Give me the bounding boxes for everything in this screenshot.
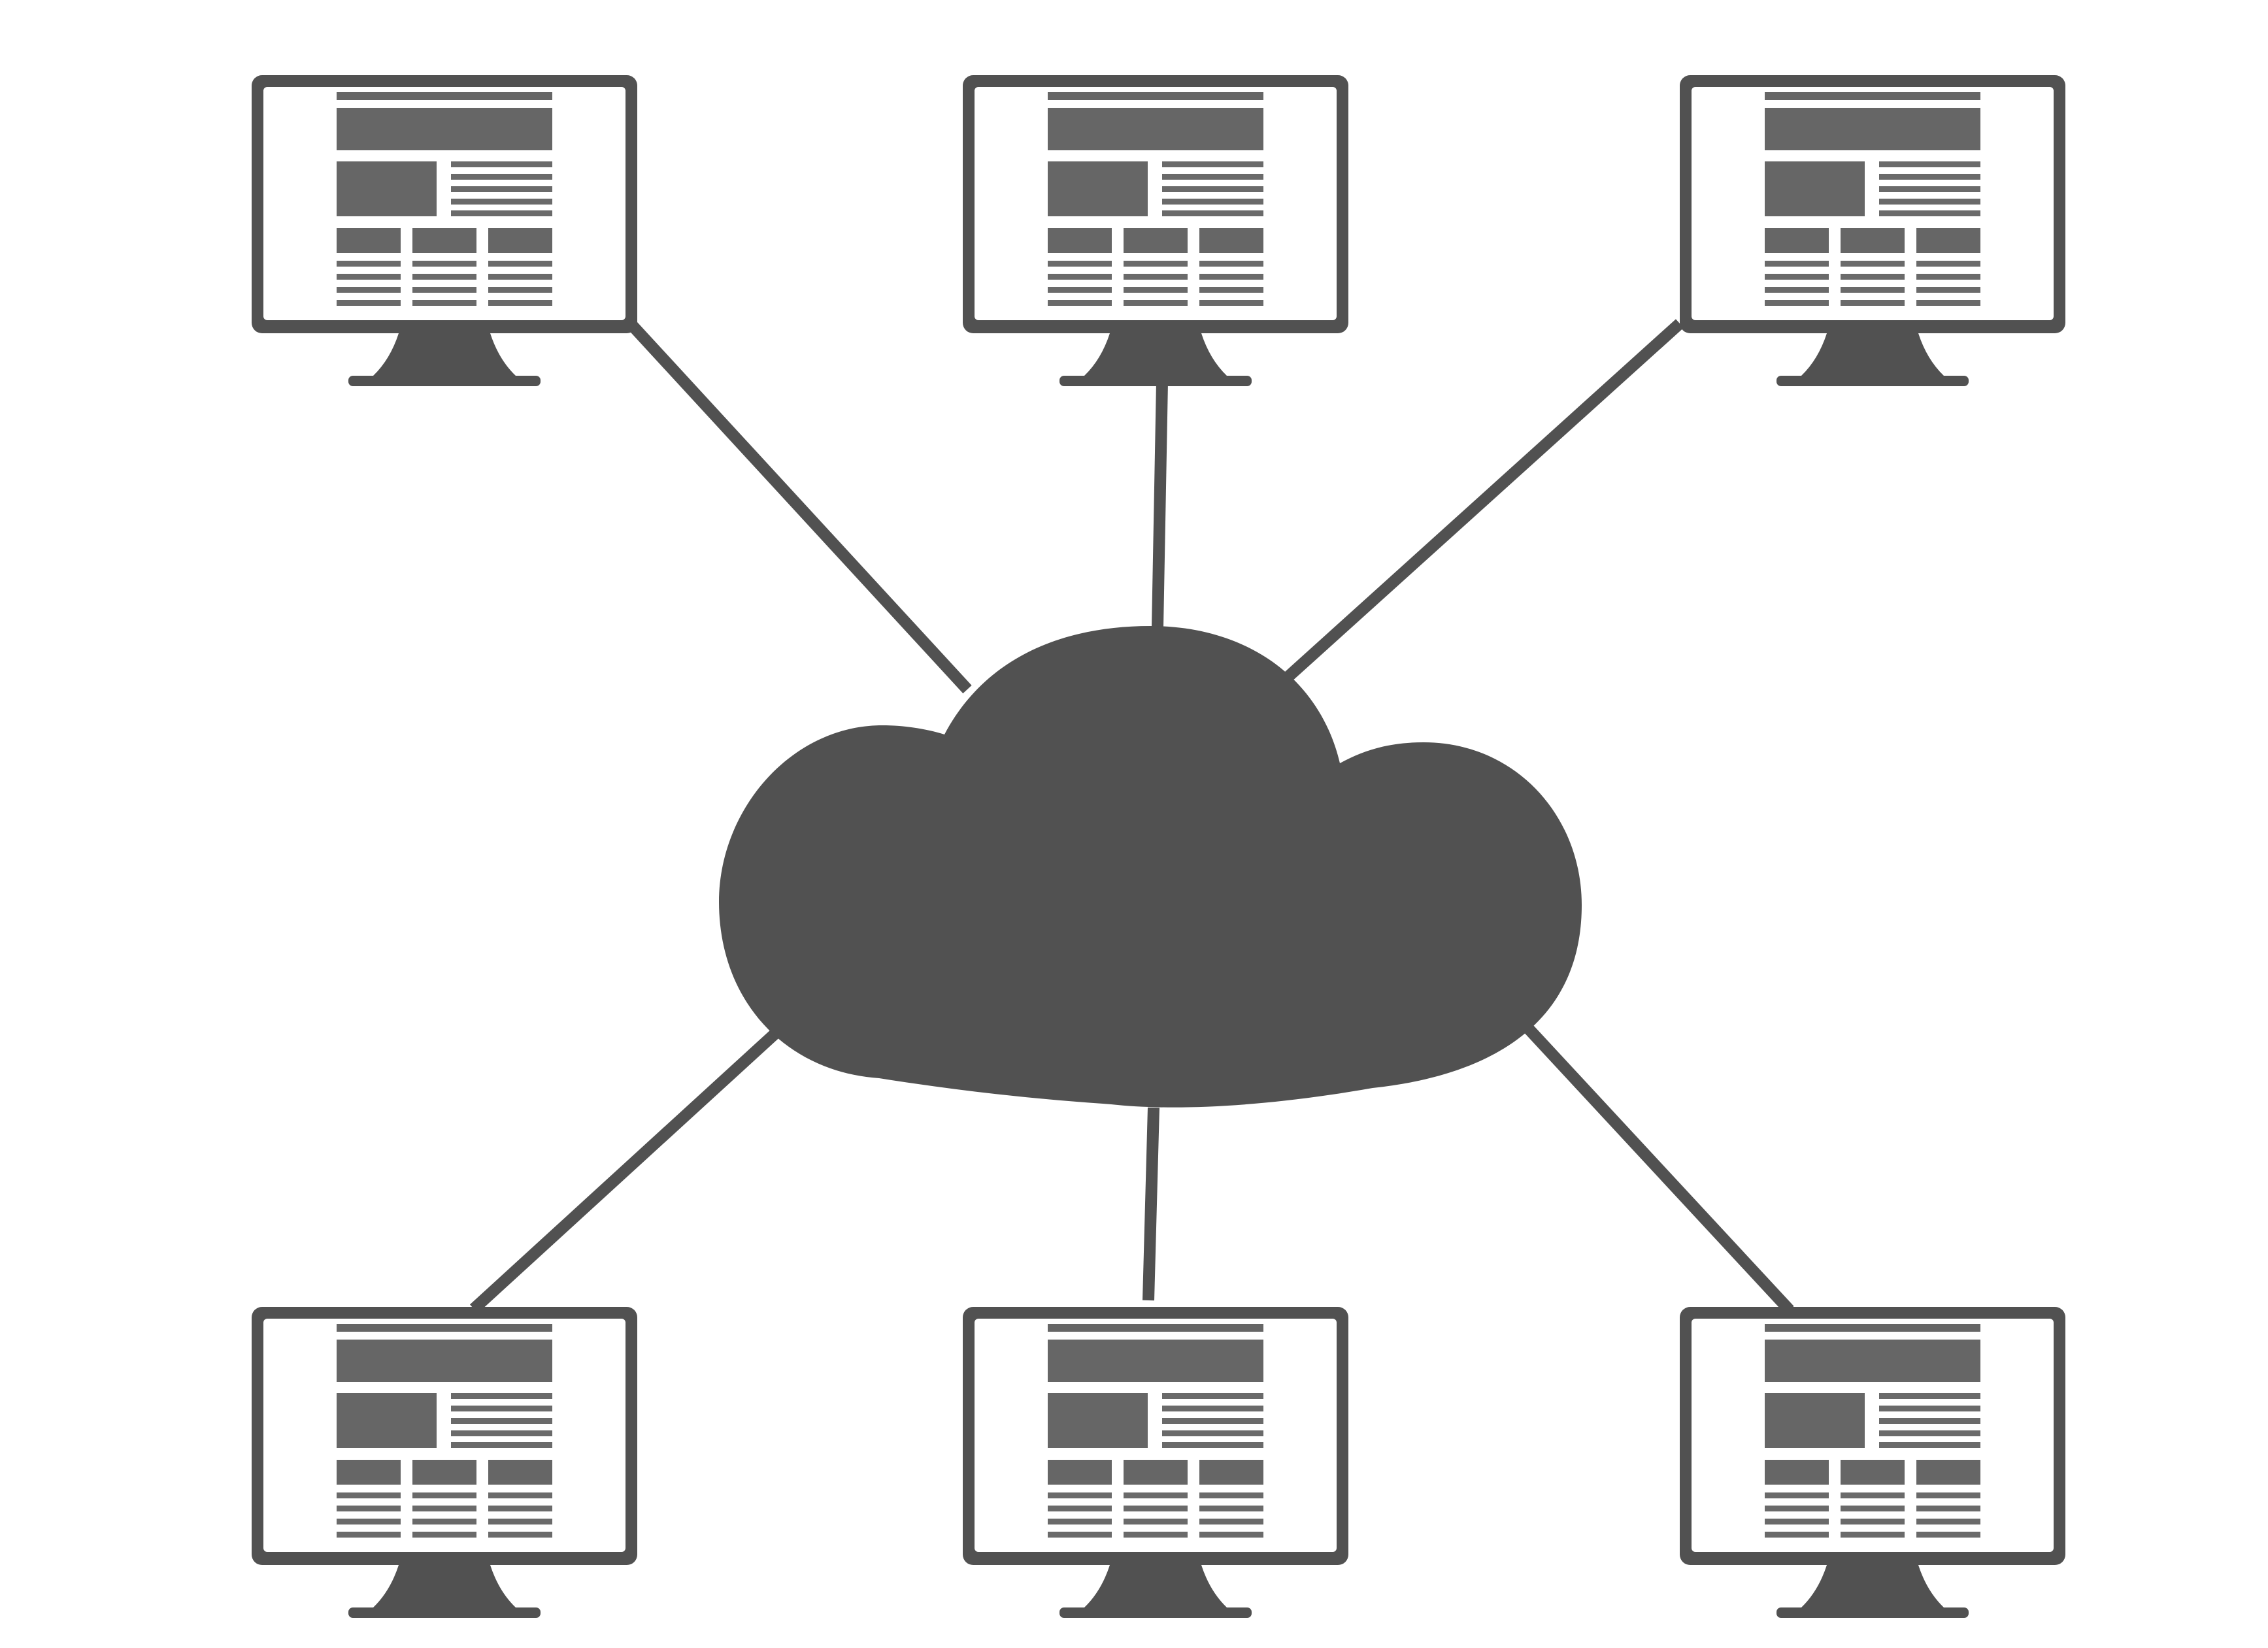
monitor-top-right-icon — [1680, 75, 2065, 386]
cloud-icon — [719, 626, 1582, 1108]
connection-line-bottom-right — [1518, 1018, 1794, 1315]
monitor-bottom-center-icon — [963, 1307, 1348, 1618]
monitor-top-center-icon — [963, 75, 1348, 386]
connection-lines — [469, 316, 1794, 1315]
monitor-bottom-right-icon — [1680, 1307, 2065, 1618]
monitor-bottom-left-icon — [252, 1307, 637, 1618]
monitor-top-left-icon — [252, 75, 637, 386]
connection-line-top-right — [1273, 319, 1684, 691]
connection-line-top-center — [1152, 382, 1168, 628]
connection-line-bottom-center — [1142, 1107, 1159, 1301]
connection-line-top-left — [623, 316, 972, 694]
connection-line-bottom-left — [469, 1027, 782, 1313]
